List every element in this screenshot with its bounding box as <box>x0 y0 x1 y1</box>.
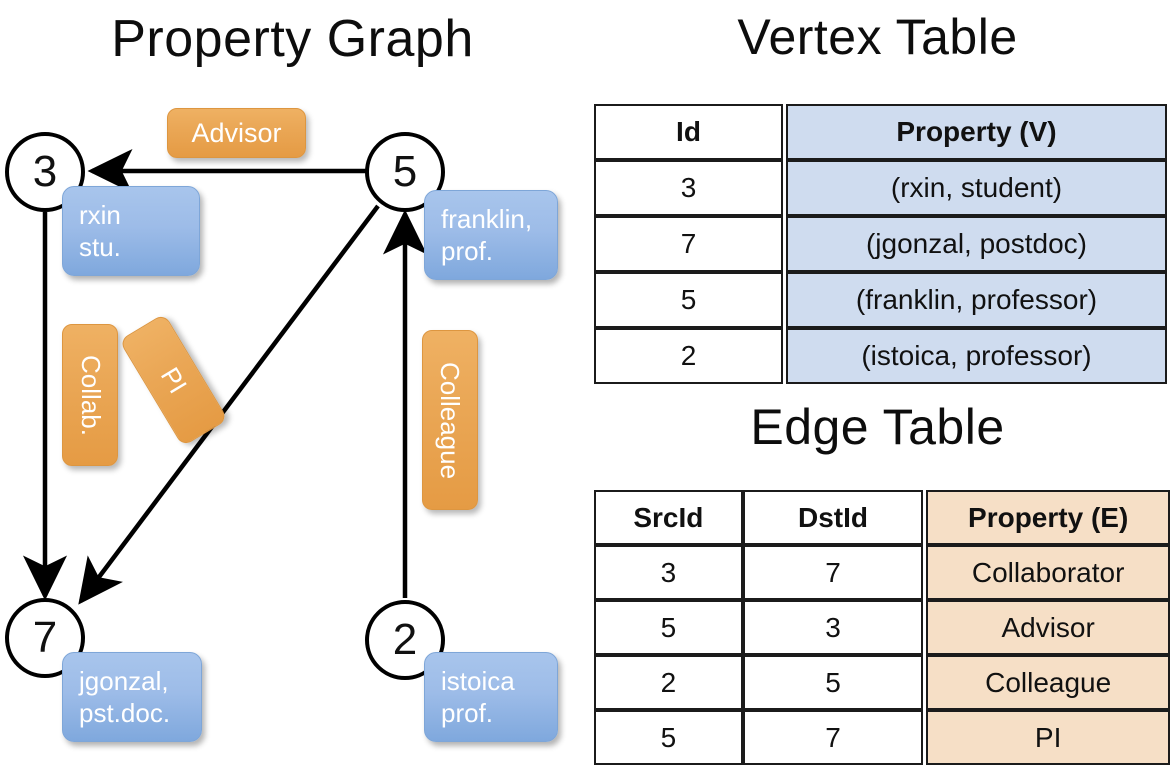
column-gap <box>783 216 786 272</box>
graph-node-2[interactable]: 2 <box>365 600 445 680</box>
table-row: 2 (istoica, professor) <box>594 328 1167 384</box>
vertex-cell-property: (franklin, professor) <box>786 272 1167 328</box>
vertex-property-box-7: jgonzal, pst.doc. <box>62 652 202 742</box>
arrow-5-to-7 <box>78 204 380 605</box>
vertex-cell-property: (rxin, student) <box>786 160 1167 216</box>
vertex-cell-property: (jgonzal, postdoc) <box>786 216 1167 272</box>
vertex-property-line-1: franklin, <box>441 204 533 234</box>
property-graph-panel: Property Graph 3 5 7 2 rxin stu. <box>0 0 585 760</box>
table-header-row: SrcId DstId Property (E) <box>594 490 1170 545</box>
vertex-property-line-1: istoica <box>441 666 515 696</box>
table-row: 5 3 Advisor <box>594 600 1170 655</box>
vertex-header-id: Id <box>594 104 783 160</box>
column-gap <box>923 545 927 600</box>
edge-cell-property: PI <box>926 710 1170 765</box>
vertex-property-box-3: rxin stu. <box>62 186 200 276</box>
edge-label-advisor: Advisor <box>167 108 306 158</box>
column-gap <box>783 328 786 384</box>
edge-header-srcid: SrcId <box>594 490 743 545</box>
vertex-property-box-2: istoica prof. <box>424 652 558 742</box>
edge-label-collab: Collab. <box>62 324 118 466</box>
edge-cell-property: Advisor <box>926 600 1170 655</box>
edge-cell-srcid: 5 <box>594 710 743 765</box>
vertex-property-line-2: stu. <box>79 232 121 262</box>
edge-table: SrcId DstId Property (E) 3 7 Collaborato… <box>594 490 1170 765</box>
page-title-edge-table: Edge Table <box>750 399 1005 455</box>
column-gap <box>923 600 927 655</box>
edge-label-text: Advisor <box>191 117 282 148</box>
vertex-property-line-1: rxin <box>79 200 121 230</box>
column-gap <box>783 160 786 216</box>
vertex-cell-id: 3 <box>594 160 783 216</box>
column-gap <box>923 490 927 545</box>
vertex-cell-id: 5 <box>594 272 783 328</box>
table-row: 5 (franklin, professor) <box>594 272 1167 328</box>
table-row: 2 5 Colleague <box>594 655 1170 710</box>
vertex-property-line-1: jgonzal, <box>79 666 169 696</box>
column-gap <box>783 272 786 328</box>
edge-cell-property: Collaborator <box>926 545 1170 600</box>
table-row: 3 (rxin, student) <box>594 160 1167 216</box>
edge-header-dstid: DstId <box>742 490 924 545</box>
edge-cell-dstid: 5 <box>742 655 924 710</box>
column-gap <box>923 655 927 710</box>
table-row: 5 7 PI <box>594 710 1170 765</box>
vertex-header-property: Property (V) <box>786 104 1167 160</box>
table-row: 7 (jgonzal, postdoc) <box>594 216 1167 272</box>
vertex-cell-id: 7 <box>594 216 783 272</box>
edge-cell-srcid: 3 <box>594 545 743 600</box>
edge-label-text: Collab. <box>75 354 106 436</box>
graph-edge-arrows <box>22 148 428 605</box>
edge-cell-srcid: 5 <box>594 600 743 655</box>
edge-cell-property: Colleague <box>926 655 1170 710</box>
edge-cell-srcid: 2 <box>594 655 743 710</box>
page-title-vertex-table: Vertex Table <box>737 9 1018 65</box>
edge-cell-dstid: 7 <box>742 545 924 600</box>
column-gap <box>783 104 786 160</box>
page-title-property-graph: Property Graph <box>111 10 474 68</box>
vertex-cell-property: (istoica, professor) <box>786 328 1167 384</box>
edge-label-text: Colleague <box>435 361 466 479</box>
vertex-property-line-2: prof. <box>441 236 494 266</box>
table-header-row: Id Property (V) <box>594 104 1167 160</box>
table-row: 3 7 Collaborator <box>594 545 1170 600</box>
column-gap <box>923 710 927 765</box>
edge-header-property: Property (E) <box>926 490 1170 545</box>
edge-cell-dstid: 7 <box>742 710 924 765</box>
vertex-cell-id: 2 <box>594 328 783 384</box>
edge-label-text: PI <box>154 361 194 399</box>
vertex-property-line-2: prof. <box>441 698 494 728</box>
vertex-table: Id Property (V) 3 (rxin, student) 7 (jgo… <box>594 104 1167 384</box>
vertex-property-box-5: franklin, prof. <box>424 190 558 280</box>
edge-cell-dstid: 3 <box>742 600 924 655</box>
vertex-property-line-2: pst.doc. <box>79 698 171 728</box>
edge-label-colleague: Colleague <box>422 330 478 510</box>
